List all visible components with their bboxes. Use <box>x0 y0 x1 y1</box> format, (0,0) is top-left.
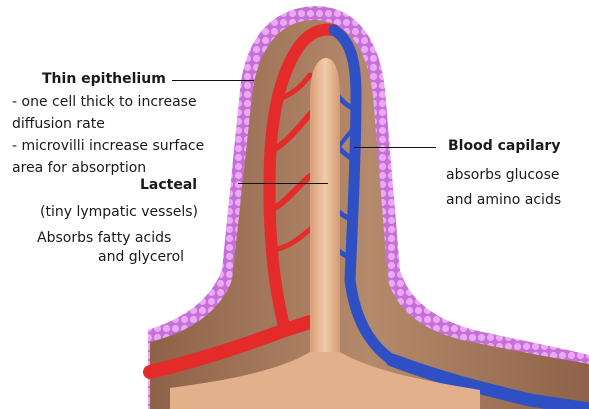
lacteal-line-2: and glycerol <box>98 249 185 265</box>
epithelium-line-2: diffusion rate <box>12 116 105 132</box>
epithelium-line-3: - microvilli increase surface <box>12 138 205 154</box>
lacteal-leader-line <box>238 183 328 184</box>
lacteal-line-1: Absorbs fatty acids <box>37 230 172 246</box>
capillary-title: Blood capilary <box>448 138 561 154</box>
lacteal-subtitle: (tiny lympatic vessels) <box>40 204 198 220</box>
lacteal-vessel <box>310 58 340 360</box>
capillary-line-1: absorbs glucose <box>446 167 560 183</box>
arteriole-vessels <box>143 23 340 379</box>
capillary-leader-line <box>354 147 436 148</box>
capillary-line-2: and amino acids <box>446 192 562 208</box>
lacteal-title: Lacteal <box>140 177 198 193</box>
tissue-core <box>150 20 589 409</box>
epithelium-leader-line <box>172 80 254 81</box>
lacteal-base <box>170 352 480 409</box>
epithelium-title: Thin epithelium <box>42 71 166 87</box>
epithelium-line-1: - one cell thick to increase <box>12 94 197 110</box>
epithelium-line-4: area for absorption <box>12 160 147 176</box>
